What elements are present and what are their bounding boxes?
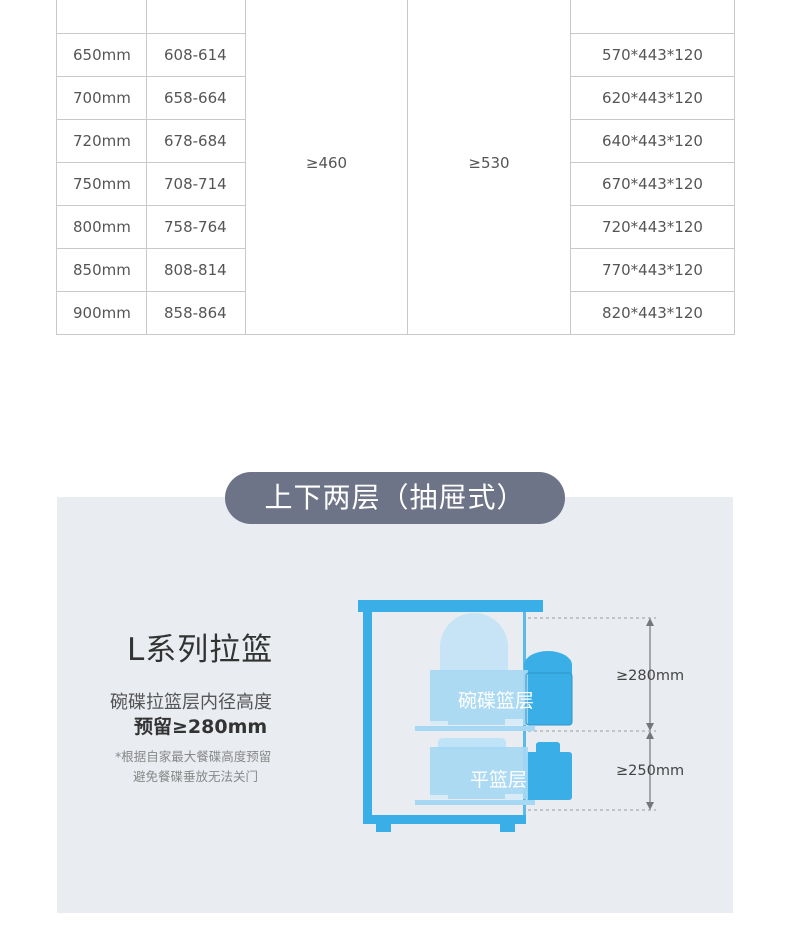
table-row: 800mm 758-764 720*443*120 (56, 205, 735, 249)
basket-size-cell: 620*443*120 (570, 76, 735, 120)
cabinet-diagram (358, 600, 656, 832)
upper-layer-label: 碗碟篮层 (458, 690, 535, 712)
info-panel (57, 497, 733, 913)
lower-height-label: ≥250mm (616, 763, 685, 779)
table-row: 720mm 678-684 640*443*120 (56, 119, 735, 163)
upper-height-label: ≥280mm (616, 668, 685, 684)
basket-size-cell: 640*443*120 (570, 119, 735, 163)
cabinet-width-cell: 650mm (56, 33, 147, 77)
description-line-1: 碗碟拉篮层内径高度 (110, 692, 272, 713)
cabinet-width-cell: 800mm (56, 205, 147, 249)
size-table: ≥460 ≥530 650mm 608-614 570*443*120 700m… (56, 0, 735, 335)
dimension-arrows (646, 618, 654, 810)
inner-width-cell (146, 0, 246, 34)
basket-size-cell: 670*443*120 (570, 162, 735, 206)
inner-width-cell: 708-714 (146, 162, 246, 206)
note-line-1: *根据自家最大餐碟高度预留 (115, 749, 272, 764)
lower-layer-label: 平篮层 (470, 769, 528, 791)
inner-width-cell: 808-814 (146, 248, 246, 292)
height-cell: ≥530 (407, 0, 571, 335)
cabinet-width-cell: 900mm (56, 291, 147, 335)
section-title: 上下两层（抽屉式） (225, 472, 565, 524)
series-title: L系列拉篮 (127, 632, 274, 668)
cabinet-width-cell: 720mm (56, 119, 147, 163)
inner-width-cell: 858-864 (146, 291, 246, 335)
table-row: 900mm 858-864 820*443*120 (56, 291, 735, 335)
basket-size-cell: 770*443*120 (570, 248, 735, 292)
cabinet-width-cell: 700mm (56, 76, 147, 120)
inner-width-cell: 608-614 (146, 33, 246, 77)
table-row: ≥460 ≥530 (56, 0, 735, 335)
table-row: 700mm 658-664 620*443*120 (56, 76, 735, 120)
inner-width-cell: 658-664 (146, 76, 246, 120)
upper-basket (415, 613, 573, 731)
lower-basket (415, 738, 572, 805)
basket-size-cell: 820*443*120 (570, 291, 735, 335)
table-row: 850mm 808-814 770*443*120 (56, 248, 735, 292)
inner-width-cell: 758-764 (146, 205, 246, 249)
depth-cell: ≥460 (245, 0, 408, 335)
table-row: 650mm 608-614 570*443*120 (56, 33, 735, 77)
table-row: 750mm 708-714 670*443*120 (56, 162, 735, 206)
basket-size-cell (570, 0, 735, 34)
note-line-2: 避免餐碟垂放无法关门 (133, 769, 259, 784)
basket-size-cell: 720*443*120 (570, 205, 735, 249)
cabinet-frame (358, 600, 543, 832)
description-line-2: 预留≥280mm (134, 716, 268, 738)
basket-size-cell: 570*443*120 (570, 33, 735, 77)
cabinet-width-cell (56, 0, 147, 34)
cabinet-width-cell: 850mm (56, 248, 147, 292)
cabinet-width-cell: 750mm (56, 162, 147, 206)
inner-width-cell: 678-684 (146, 119, 246, 163)
